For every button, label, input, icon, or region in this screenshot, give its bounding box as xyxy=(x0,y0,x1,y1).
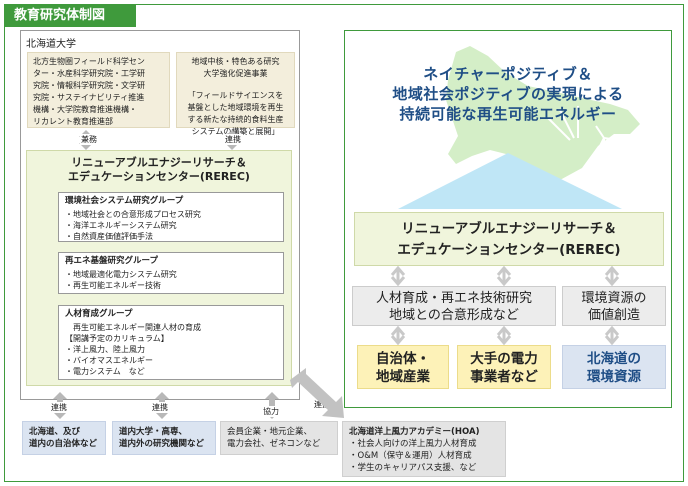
vision-line: 持続可能な再生可能エネルギー xyxy=(399,105,617,123)
group-item: ・海洋エネルギーシステム研究 xyxy=(65,221,177,230)
program-line: 基盤とした地域環境を再生 xyxy=(187,103,284,112)
program-line: 地域中核・特色ある研究 xyxy=(191,57,280,66)
rerec-right-box: リニューアブルエナジーリサーチ＆ エデュケーションセンター(REREC) xyxy=(354,212,664,266)
dept-line: 北方生物圏フィールド科学セン xyxy=(33,57,145,66)
dept-line: 究院・情報科学研究院・文学研 xyxy=(33,81,145,90)
outcome-line: 自治体・ xyxy=(376,351,430,367)
wind-turbine-icon xyxy=(595,125,639,170)
outcome-municipalities: 自治体・ 地域産業 xyxy=(357,345,449,389)
activity-line: 地域との合意形成など xyxy=(389,308,519,323)
dept-line: ター・水産科学研究院・工学研 xyxy=(33,69,145,78)
outcome-line: 環境資源 xyxy=(587,369,641,385)
group-item: ・バイオマスエネルギー xyxy=(65,356,153,365)
conn-label-1: 連携 xyxy=(50,402,68,413)
box-line: 会員企業・地元企業、 xyxy=(227,427,313,437)
double-arrow-icon xyxy=(390,265,620,346)
group-item: ・再生可能エネルギー技術 xyxy=(65,281,161,290)
group-item: ・自然資産価値評価手法 xyxy=(65,232,153,241)
sun-rays-icon xyxy=(547,106,579,141)
group-title: 人材育成グループ xyxy=(65,309,133,319)
box-line: 北海道洋上風力アカデミー(HOA) xyxy=(349,427,480,437)
dept-line: リカレント教育推進部 xyxy=(33,117,113,126)
conn-label-cooperation: 連携 xyxy=(224,134,242,145)
group-renewable-base: 再エネ基盤研究グループ ・地域最適化電力システム研究 ・再生可能エネルギー技術 xyxy=(58,252,284,294)
box-universities-institutes: 道内大学・高専、 道内外の研究機関など xyxy=(112,421,216,455)
rerec-right-line: リニューアブルエナジーリサーチ＆ xyxy=(401,221,617,237)
program-line: 「フィールドサイエンスを xyxy=(187,91,284,100)
box-line: ・社会人向けの洋上風力人材育成 xyxy=(349,439,477,449)
university-label: 北海道大学 xyxy=(26,39,76,50)
upward-triangle-arrow xyxy=(398,153,622,209)
box-companies: 会員企業・地元企業、 電力会社、ゼネコンなど xyxy=(220,421,338,455)
box-line: ・O&M（保守＆運用）人材育成 xyxy=(349,451,472,461)
group-item: 【開講予定のカリキュラム】 xyxy=(65,334,169,343)
box-line: 電力会社、ゼネコンなど xyxy=(227,439,321,449)
university-departments-box: 北方生物圏フィールド科学セン ター・水産科学研究院・工学研 究院・情報科学研究院… xyxy=(27,52,170,128)
outcome-line: 地域産業 xyxy=(376,369,430,385)
box-line: ・学生のキャリアパス支援、など xyxy=(349,463,477,473)
outcome-line: 北海道の xyxy=(587,351,641,367)
outcome-line: 事業者など xyxy=(470,369,538,385)
diagonal-double-arrow-icon xyxy=(290,368,344,418)
dept-line: 機構・大学院教育推進機構・ xyxy=(33,105,137,114)
rerec-right-line: エデュケーションセンター(REREC) xyxy=(397,242,621,258)
vision-line: 地域社会ポジティブの実現による xyxy=(392,85,624,103)
box-line: 道内外の研究機関など xyxy=(119,439,205,449)
program-line: 大学強化促進事業 xyxy=(203,69,268,78)
outcome-power-companies: 大手の電力 事業者など xyxy=(457,345,551,389)
value-line: 環境資源の xyxy=(581,291,647,306)
diagram-title: 教育研究体制図 xyxy=(4,4,136,27)
group-item: ・地域最適化電力システム研究 xyxy=(65,270,177,279)
rerec-title-line: エデュケーションセンター(REREC) xyxy=(68,170,250,183)
outcome-line: 大手の電力 xyxy=(470,351,538,367)
group-env-society: 環境社会システム研究グループ ・地域社会との合意形成プロセス研究 ・海洋エネルギ… xyxy=(58,192,284,242)
vision-statement: ネイチャーポジティブ＆ 地域社会ポジティブの実現による 持続可能な再生可能エネル… xyxy=(344,64,672,124)
box-offshore-wind-academy: 北海道洋上風力アカデミー(HOA) ・社会人向けの洋上風力人材育成 ・O&M（保… xyxy=(342,421,506,477)
group-human-resources: 人材育成グループ 再生可能エネルギー関連人材の育成 【開講予定のカリキュラム】 … xyxy=(58,305,284,380)
group-item: ・洋上風力、陸上風力 xyxy=(65,345,145,354)
value-creation-box: 環境資源の 価値創造 xyxy=(562,286,666,326)
box-line: 北海道、及び xyxy=(29,427,81,437)
group-item: ・電力システム など xyxy=(65,367,145,376)
group-title: 環境社会システム研究グループ xyxy=(65,196,184,206)
vision-line: ネイチャーポジティブ＆ xyxy=(423,65,593,83)
rerec-left-title: リニューアブルエナジーリサーチ＆ エデュケーションセンター(REREC) xyxy=(26,156,292,184)
conn-label-4: 連携 xyxy=(313,399,331,410)
dept-line: 究院・サステイナビリティ推進 xyxy=(33,93,145,102)
outcome-environmental-resources: 北海道の 環境資源 xyxy=(562,345,666,389)
group-item: ・地域社会との合意形成プロセス研究 xyxy=(65,210,201,219)
conn-label-concurrent: 兼務 xyxy=(80,134,98,145)
conn-label-3: 協力 xyxy=(262,406,280,417)
value-line: 価値創造 xyxy=(587,308,640,323)
activity-line: 人材育成・再エネ技術研究 xyxy=(375,291,532,306)
box-hokkaido-municipalities: 北海道、及び 道内の自治体など xyxy=(22,421,106,455)
program-line: する新たな持続的食料生産 xyxy=(187,115,284,124)
activity-box: 人材育成・再エネ技術研究 地域との合意形成など xyxy=(352,286,556,326)
conn-label-2: 連携 xyxy=(151,402,169,413)
group-item: 再生可能エネルギー関連人材の育成 xyxy=(73,323,201,332)
box-line: 道内の自治体など xyxy=(29,439,98,449)
rerec-title-line: リニューアブルエナジーリサーチ＆ xyxy=(71,156,247,169)
hokkaido-map-icon xyxy=(446,46,640,180)
box-line: 道内大学・高専、 xyxy=(119,427,188,437)
group-title: 再エネ基盤研究グループ xyxy=(65,256,158,266)
